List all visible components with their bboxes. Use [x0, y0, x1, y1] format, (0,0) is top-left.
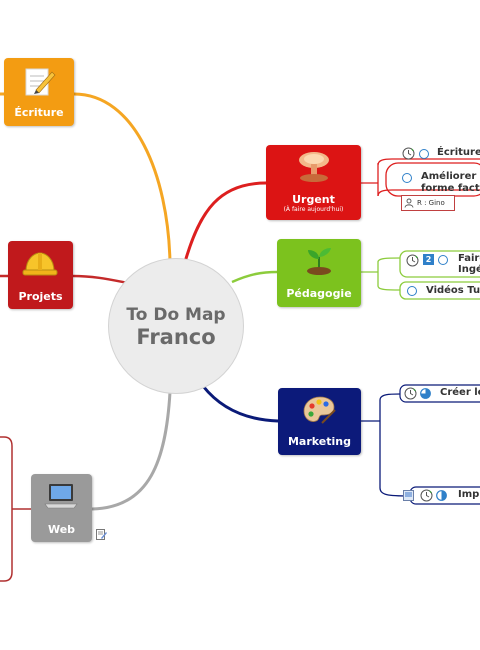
- clock-icon: [402, 147, 415, 160]
- subtopic-urgent-ecriture[interactable]: Écriture: [401, 147, 480, 161]
- pencil-paper-icon: [25, 68, 56, 96]
- progress-ring-icon: [407, 286, 417, 296]
- topic-urgent[interactable]: Urgent (À faire aujourd'hui): [266, 145, 361, 220]
- progress-ring-icon: [438, 255, 448, 265]
- palette-icon: [303, 396, 336, 424]
- clock-icon: [406, 254, 419, 267]
- resource-tag-label: R : Gino: [417, 199, 445, 207]
- seedling-icon: [307, 248, 331, 275]
- topic-ecriture-label: Écriture: [14, 106, 64, 119]
- explosion-icon: [299, 152, 329, 182]
- branch-marketing: [201, 385, 279, 423]
- hard-hat-icon: [22, 252, 58, 276]
- topic-web[interactable]: Web: [31, 474, 92, 542]
- laptop-icon: [44, 484, 78, 509]
- topic-pedagogie-label: Pédagogie: [286, 287, 352, 300]
- subtopic-urgent-ameliorer-line1: Améliorer m: [421, 171, 480, 182]
- branch-pedagogie: [231, 270, 278, 284]
- subtopic-pedagogie-faire[interactable]: 2 Faire Ingé: [405, 253, 480, 277]
- progress-ring-icon: [419, 149, 429, 159]
- topic-projets-label: Projets: [18, 290, 63, 303]
- subtopic-urgent-ecriture-label: Écriture: [437, 147, 480, 158]
- subtopic-marketing-imp[interactable]: Imp: [403, 489, 480, 502]
- topic-marketing[interactable]: Marketing: [278, 388, 361, 455]
- person-icon: [404, 198, 414, 208]
- topic-urgent-sublabel: (À faire aujourd'hui): [283, 206, 344, 213]
- topic-pedagogie[interactable]: Pédagogie: [277, 239, 361, 307]
- topic-projets[interactable]: Projets: [8, 241, 73, 309]
- central-topic[interactable]: To Do Map Franco: [108, 258, 244, 394]
- subtopic-urgent-ameliorer-line2: forme factu: [421, 183, 480, 194]
- topic-web-label: Web: [47, 523, 76, 536]
- clock-icon: [404, 387, 417, 400]
- note-icon[interactable]: [96, 529, 107, 540]
- subtopic-pedagogie-videos[interactable]: Vidéos Tub: [405, 285, 480, 298]
- web-group-outline: [0, 436, 31, 582]
- priority-badge: 2: [423, 254, 434, 265]
- topic-urgent-label: Urgent: [292, 193, 335, 206]
- clock-icon: [420, 489, 433, 502]
- subtopic-pedagogie-faire-line1: Faire: [458, 253, 480, 264]
- subtopic-urgent-ameliorer[interactable]: Améliorer m forme factu: [400, 171, 480, 197]
- central-topic-line2: Franco: [136, 325, 216, 349]
- topic-ecriture[interactable]: Écriture: [4, 58, 74, 126]
- central-topic-line1: To Do Map: [126, 305, 226, 325]
- subtopic-pedagogie-faire-line2: Ingé: [458, 264, 480, 275]
- progress-half-icon: [436, 490, 447, 501]
- branch-urgent: [183, 181, 267, 263]
- progress-ring-icon: [402, 173, 412, 183]
- progress-half-icon: [420, 388, 431, 399]
- subtopic-marketing-creer[interactable]: Créer le: [404, 387, 480, 400]
- branch-web: [91, 391, 172, 511]
- subtopic-pedagogie-videos-label: Vidéos Tub: [426, 285, 480, 296]
- topic-marketing-label: Marketing: [287, 435, 351, 448]
- subtopic-marketing-creer-label: Créer le: [440, 387, 480, 398]
- resource-tag[interactable]: R : Gino: [401, 195, 455, 211]
- image-icon: [403, 490, 414, 501]
- subtopic-marketing-imp-label: Imp: [458, 489, 480, 500]
